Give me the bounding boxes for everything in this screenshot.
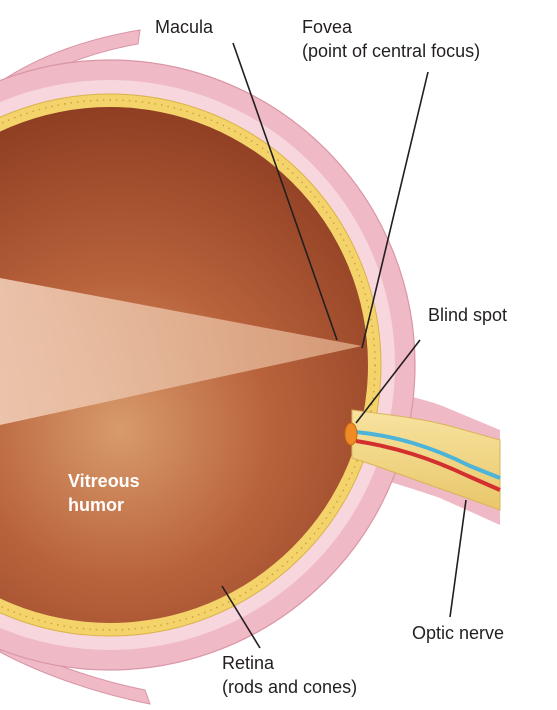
retina-label: Retina bbox=[222, 652, 274, 674]
fovea-label: Fovea bbox=[302, 16, 352, 38]
retina-sublabel: (rods and cones) bbox=[222, 676, 357, 698]
fovea-sublabel: (point of central focus) bbox=[302, 40, 480, 62]
blind-spot bbox=[345, 423, 357, 445]
optic-nerve-leader bbox=[450, 500, 466, 617]
blind-spot-label: Blind spot bbox=[428, 304, 507, 326]
optic-nerve-label: Optic nerve bbox=[412, 622, 504, 644]
vitreous-humor-label-line1: Vitreous bbox=[68, 470, 140, 492]
vitreous-humor-label-line2: humor bbox=[68, 494, 124, 516]
macula-label: Macula bbox=[155, 16, 213, 38]
